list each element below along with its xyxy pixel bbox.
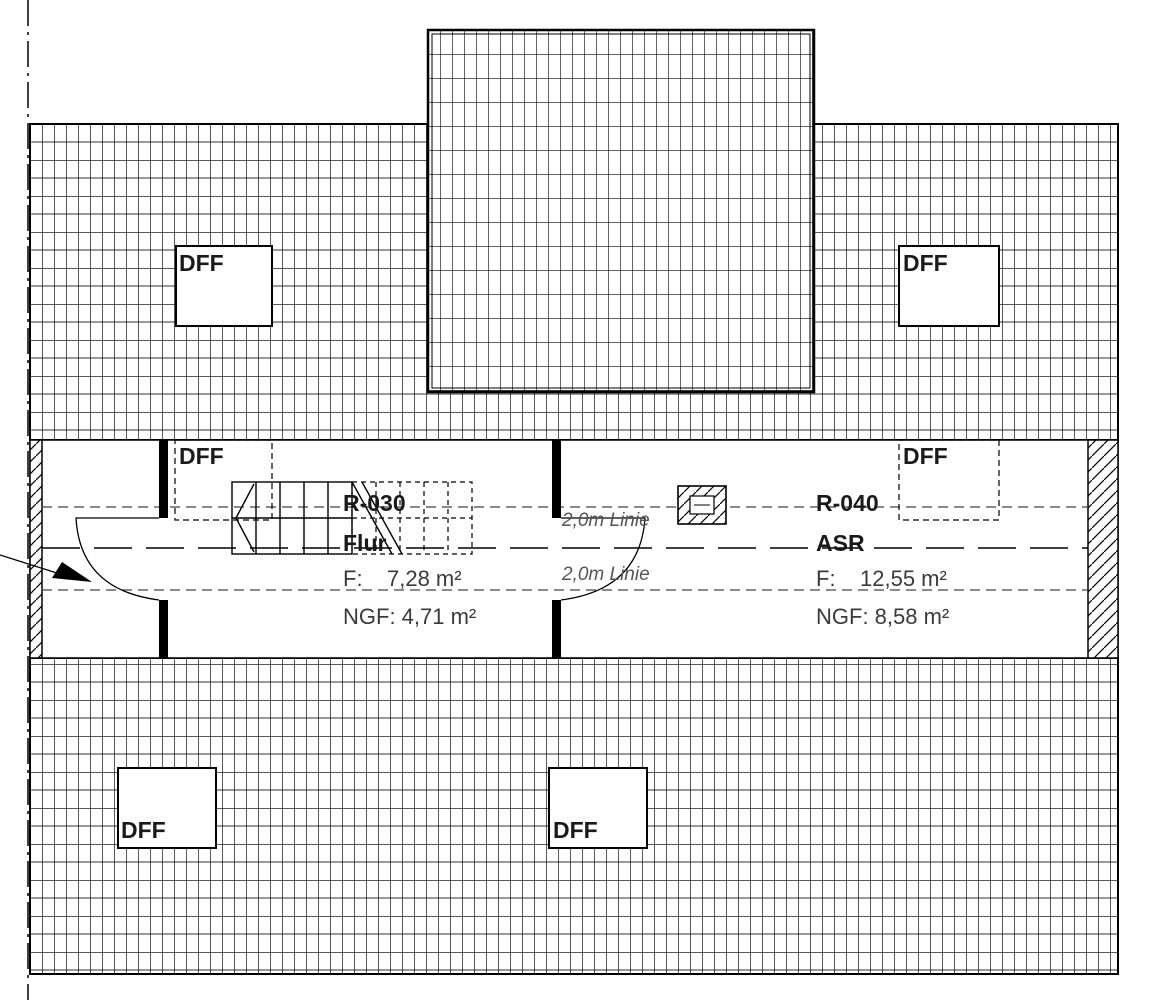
door-swing-center xyxy=(560,517,646,601)
entry-arrow-head xyxy=(52,562,92,582)
dff-label-top-right: DFF xyxy=(903,250,948,276)
room-area-r040: F: 12,55 m² xyxy=(816,566,947,591)
window-projection-left xyxy=(174,439,273,521)
attic-strip xyxy=(29,439,1119,659)
wall-center-upper xyxy=(552,440,561,518)
door-swing-left xyxy=(75,517,160,601)
room-area-r030: F: 7,28 m² xyxy=(343,566,462,591)
room-ngf-r040: NGF: 8,58 m² xyxy=(816,604,949,629)
dff-label-bottom-left: DFF xyxy=(121,817,166,843)
roof-window-top-left xyxy=(175,245,273,327)
line-label-upper: 2,0m Linie xyxy=(561,510,650,531)
dff-label-mid-left: DFF xyxy=(179,443,224,469)
room-name-r040: ASR xyxy=(816,530,865,556)
dff-label-bottom-center: DFF xyxy=(553,817,598,843)
dormer-inner-frame xyxy=(431,33,811,389)
dff-label-mid-right: DFF xyxy=(903,443,948,469)
hatched-wall-right xyxy=(1087,439,1119,659)
roof-window-bottom-center xyxy=(548,767,648,849)
roof-window-top-right xyxy=(898,245,1000,327)
room-id-r030: R-030 xyxy=(343,490,406,516)
line-label-lower: 2,0m Linie xyxy=(561,564,650,585)
room-ngf-r030: NGF: 4,71 m² xyxy=(343,604,476,629)
wall-left-upper xyxy=(159,440,168,518)
wall-left-lower xyxy=(159,600,168,658)
dormer xyxy=(426,28,816,394)
dff-label-top-left: DFF xyxy=(179,250,224,276)
roof-window-bottom-left xyxy=(117,767,217,849)
entry-arrow-line xyxy=(0,554,61,575)
hatched-wall-left xyxy=(29,439,43,659)
room-name-r030: Flur xyxy=(343,530,386,556)
room-id-r040: R-040 xyxy=(816,490,879,516)
window-projection-right xyxy=(898,439,1000,521)
stair-dashed-extension xyxy=(351,481,473,555)
wall-center-lower xyxy=(552,600,561,658)
